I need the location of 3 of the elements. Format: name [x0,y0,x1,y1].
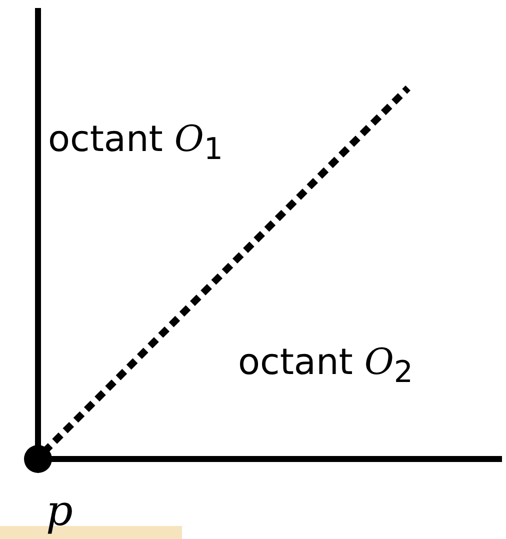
octant-label: octant O$_{2}$ [238,345,413,388]
point-label: p [46,490,73,532]
octant-label: octant O$_{1}$ [48,122,223,166]
